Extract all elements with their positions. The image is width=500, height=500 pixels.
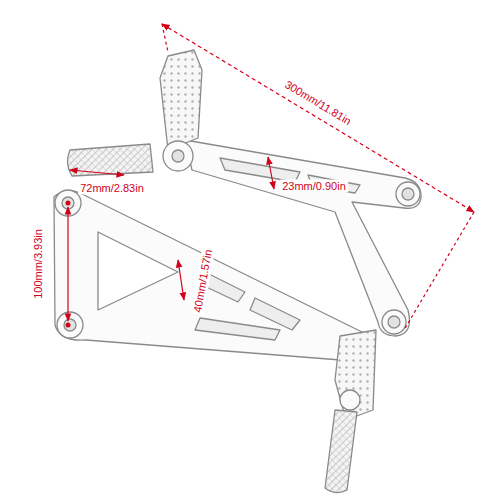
- dimension-label: 100mm/3.93in: [32, 227, 45, 301]
- dimension-label: 300mm/11.81in: [281, 77, 355, 129]
- upper-bracket: [67, 50, 421, 336]
- lower-bracket: [54, 190, 376, 493]
- dimension-dots: [66, 201, 71, 328]
- dimension-label: 72mm/2.83in: [78, 182, 146, 195]
- dimension-lines: [68, 24, 474, 330]
- dimension-label: 23mm/0.90in: [280, 180, 348, 193]
